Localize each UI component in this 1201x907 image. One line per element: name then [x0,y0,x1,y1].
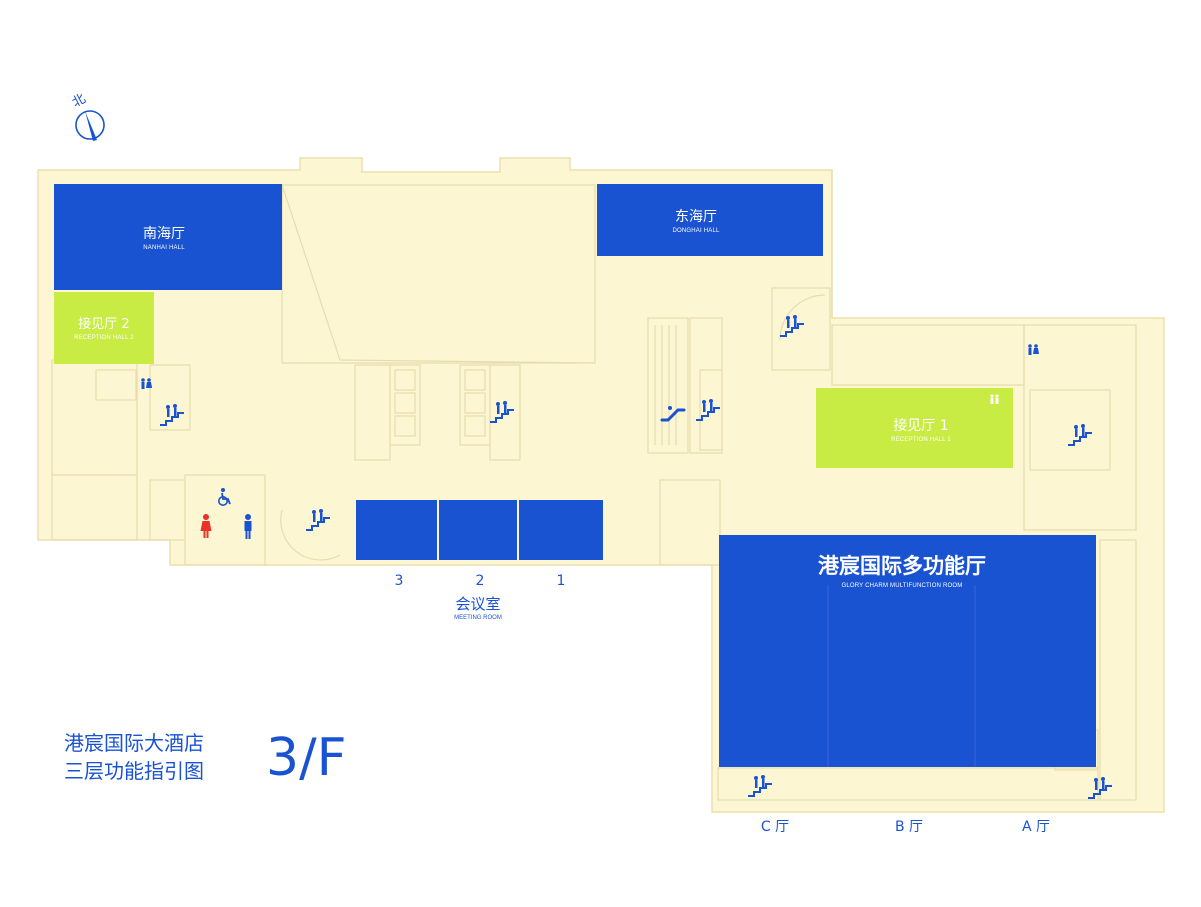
hall-a-label: A 厅 [1022,819,1050,835]
meeting-room-3[interactable] [356,500,437,560]
stairs-icon [306,509,330,531]
hall-c-label: C 厅 [761,819,789,835]
compass-north-label: 北 [70,91,89,110]
meeting-room-label-cn: 会议室 [455,595,500,613]
reception-hall-2-cn: 接见厅 2 [78,316,129,332]
nanhai-hall-cn: 南海厅 [143,226,185,242]
stairs-icon [1088,777,1112,799]
meeting-room-label-en: MEETING ROOM [454,615,502,621]
reception-hall-2[interactable]: 接见厅 2 RECEPTION HALL 2 [54,292,154,364]
meeting-room-2[interactable] [439,500,517,560]
reception-hall-1-cn: 接见厅 1 [893,417,948,434]
stairs-icon [1068,424,1092,446]
title-block: 港宸国际大酒店 三层功能指引图 3/F [64,728,347,788]
meeting-room-number-2: 2 [476,573,485,589]
stairs-icon [748,775,772,797]
female-restroom-icon [200,514,212,538]
reception-hall-2-en: RECEPTION HALL 2 [74,335,134,341]
multifunction-hall[interactable]: 港宸国际多功能厅 GLORY CHARM MULTIFUNCTION ROOM [719,535,1096,767]
stairs-icon [490,401,514,423]
donghai-hall-en: DONGHAI HALL [672,228,720,234]
meeting-room-1[interactable] [519,500,603,560]
guide-title: 三层功能指引图 [64,759,204,783]
nanhai-hall[interactable]: 南海厅 NANHAI HALL [54,184,282,290]
multifunction-hall-en: GLORY CHARM MULTIFUNCTION ROOM [841,583,962,589]
male-restroom-icon [244,514,252,539]
meeting-room-number-3: 3 [395,573,404,589]
compass: 北 [70,91,105,141]
restroom-icon [141,378,152,389]
compass-icon [75,110,105,141]
stairs-icon [696,399,720,421]
donghai-hall[interactable]: 东海厅 DONGHAI HALL [597,184,823,256]
meeting-room-number-1: 1 [557,573,566,589]
reception-hall-1-en: RECEPTION HALL 1 [891,437,951,443]
restroom-icon [1028,344,1039,355]
floor-number: 3/F [266,728,347,788]
interior-walls [51,170,1137,801]
accessible-icon [218,488,231,506]
stairs-icon [160,404,184,426]
escalator-icon [660,406,686,422]
donghai-hall-cn: 东海厅 [675,209,717,225]
nanhai-hall-en: NANHAI HALL [143,245,185,251]
reception-hall-1[interactable]: 接见厅 1 RECEPTION HALL 1 [816,388,1013,468]
hotel-name: 港宸国际大酒店 [64,731,204,755]
stairs-icon [780,315,804,337]
multifunction-hall-cn: 港宸国际多功能厅 [818,554,986,578]
hall-b-label: B 厅 [895,819,923,835]
restroom-icon [990,394,999,404]
